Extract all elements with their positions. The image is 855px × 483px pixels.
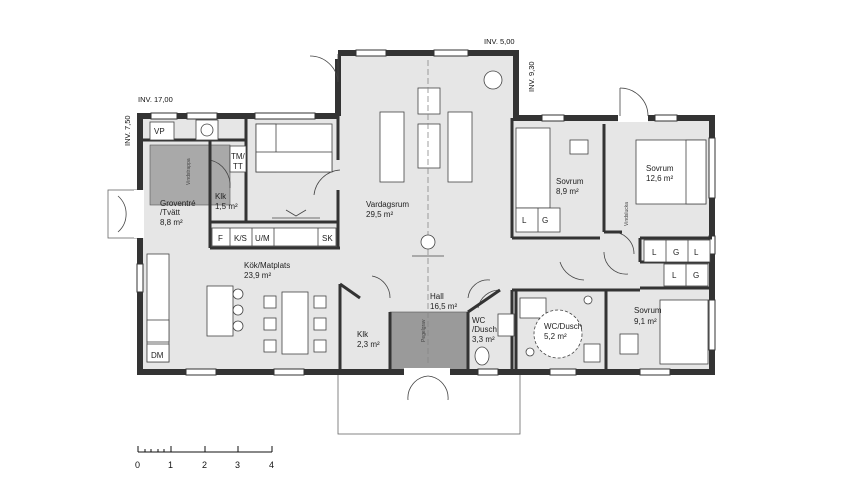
scale-bar	[137, 446, 273, 453]
fixture-sk: SK	[322, 234, 333, 243]
inv-label-top-right-2: INV. 9,30	[527, 61, 536, 92]
groventre-mat	[149, 144, 231, 206]
room-area-hall: 16,5 m²	[430, 302, 457, 311]
fixture-tm: TM/	[231, 152, 246, 161]
room-name-groventre-2: /Tvätt	[160, 208, 181, 217]
door-gaps	[134, 49, 648, 376]
inv-label-top-right-1: INV. 5,00	[484, 37, 515, 46]
room-name-wc-dusch-2: WC/Dusch	[544, 322, 582, 331]
scale-tick-4: 4	[269, 460, 274, 470]
room-area-klk-1: 1,5 m²	[215, 202, 238, 211]
windows	[136, 49, 716, 376]
scale-tick-0: 0	[135, 460, 140, 470]
room-name-wc-dusch-1a: WC	[472, 316, 486, 325]
room-name-sovrum-3: Sovrum	[634, 306, 662, 315]
scale-tick-1: 1	[168, 460, 173, 470]
fixture-l-closet-3: L	[672, 271, 677, 280]
kitchen-counter	[146, 119, 337, 363]
fixture-vp: VP	[154, 127, 165, 136]
room-area-sovrum-1: 8,9 m²	[556, 187, 579, 196]
room-area-groventre: 8,8 m²	[160, 218, 183, 227]
fixture-ks: K/S	[234, 234, 247, 243]
inv-label-top-left-1: INV. 17,00	[138, 95, 173, 104]
fixture-dm: DM	[151, 351, 164, 360]
exterior-walls	[137, 50, 715, 375]
room-name-vardagsrum: Vardagsrum	[366, 200, 409, 209]
scale-tick-3: 3	[235, 460, 240, 470]
scale-tick-2: 2	[202, 460, 207, 470]
fixture-f: F	[218, 234, 223, 243]
fixture-vindstrappa: Vindstrappa	[186, 158, 192, 185]
room-name-kok: Kök/Matplats	[244, 261, 290, 270]
room-area-kok: 23,9 m²	[244, 271, 271, 280]
room-name-sovrum-1: Sovrum	[556, 177, 584, 186]
room-name-klk-1: Klk	[215, 192, 227, 201]
entry-mat	[389, 311, 469, 373]
room-area-wc-dusch-1: 3,3 m²	[472, 335, 495, 344]
fixture-um: U/M	[255, 234, 270, 243]
fixture-l-closet-1: L	[652, 248, 657, 257]
arrow-marks	[272, 209, 320, 219]
fixture-g-closet-2: G	[693, 271, 699, 280]
room-name-hall: Hall	[430, 292, 444, 301]
room-name-sovrum-2: Sovrum	[646, 164, 674, 173]
fixture-g-closet-1: G	[673, 248, 679, 257]
fixture-l-sovrum-1: L	[522, 216, 527, 225]
room-name-groventre-1: Groventré	[160, 199, 196, 208]
room-area-sovrum-3: 9,1 m²	[634, 317, 657, 326]
room-name-wc-dusch-1b: /Dusch	[472, 325, 497, 334]
stove	[412, 234, 444, 257]
room-area-sovrum-2: 12,6 m²	[646, 174, 673, 183]
bedroom-furniture	[515, 127, 711, 365]
room-area-klk-2: 2,3 m²	[357, 340, 380, 349]
fixture-tt: TT	[233, 162, 243, 171]
room-area-vardagsrum: 29,5 m²	[366, 210, 393, 219]
living-furniture	[255, 60, 503, 365]
fixture-l-closet-2: L	[694, 248, 699, 257]
room-name-klk-2: Klk	[357, 330, 369, 339]
dining	[206, 285, 327, 355]
fixture-g-sovrum-1: G	[542, 216, 548, 225]
fixture-vindslucka: Vindslucka	[624, 202, 630, 226]
inv-label-top-left-2: INV. 7,50	[123, 115, 132, 146]
fixture-pegel: Pegelgrav	[421, 319, 427, 342]
room-area-wc-dusch-2: 5,2 m²	[544, 332, 567, 341]
bath-fixtures	[474, 295, 601, 366]
